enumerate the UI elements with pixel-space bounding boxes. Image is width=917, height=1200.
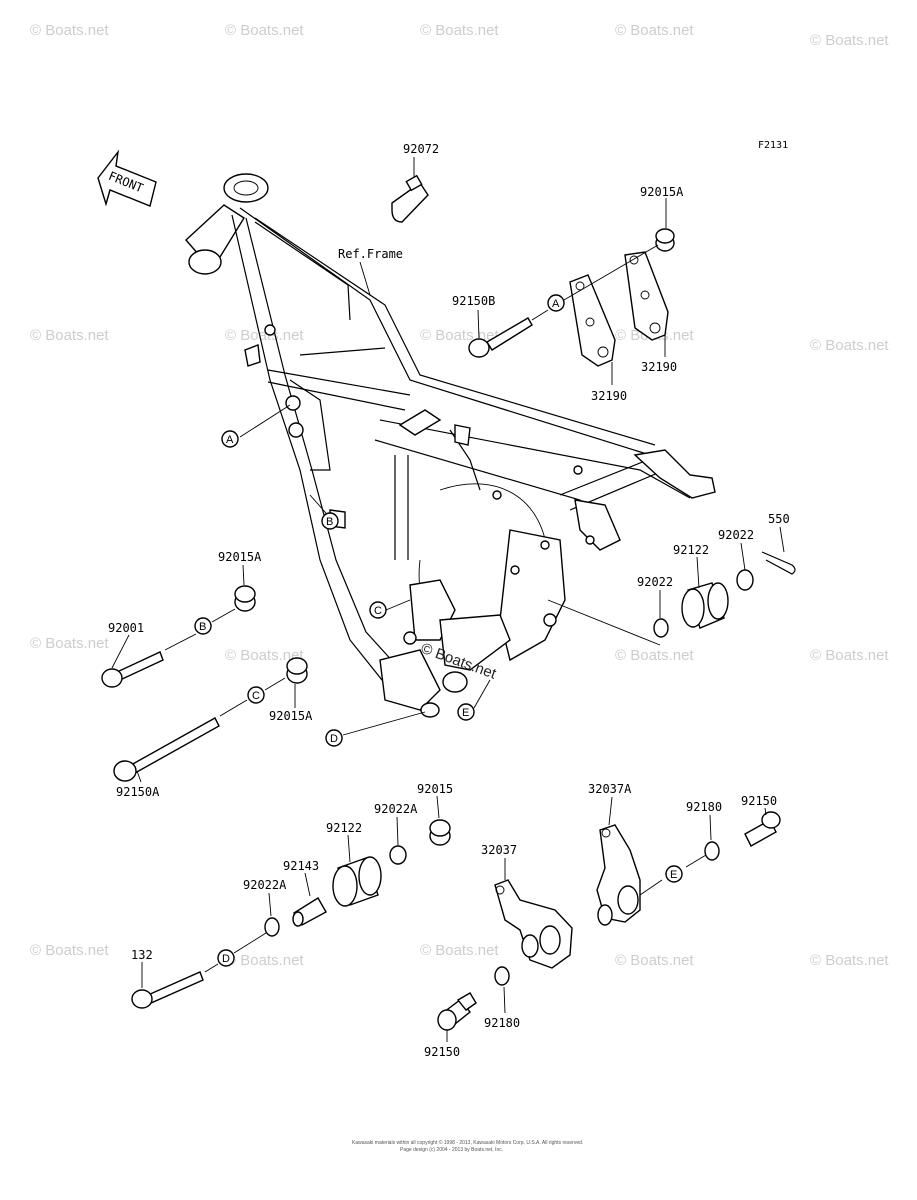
part-92022A-washer-right	[389, 845, 407, 865]
part-label: 32037	[481, 843, 517, 857]
svg-text:D: D	[222, 953, 230, 965]
watermark: © Boats.net	[615, 22, 694, 39]
part-label: 92122	[673, 543, 709, 557]
part-32037-link	[494, 879, 573, 969]
motorcycle-frame	[185, 173, 716, 718]
footer-design: Page design (c) 2004 - 2013 by Boats.net…	[400, 1147, 503, 1153]
svg-text:A: A	[226, 434, 234, 446]
part-92122-collar-bottom	[332, 856, 382, 907]
watermark: © Boats.net	[420, 22, 499, 39]
svg-text:C: C	[252, 690, 260, 702]
callout-A: A	[221, 430, 239, 448]
part-label: 92001	[108, 621, 144, 635]
watermark: © Boats.net	[30, 635, 109, 652]
part-92122-collar-top	[681, 582, 729, 629]
part-label: 92015A	[640, 185, 684, 199]
part-92015A-nut-top	[655, 228, 675, 252]
part-92150B-bolt	[468, 317, 533, 358]
watermark: © Boats.net	[30, 327, 109, 344]
front-arrow-icon: FRONT	[97, 149, 157, 207]
part-label: 92122	[326, 821, 362, 835]
callout-C: C	[369, 601, 387, 619]
callout-letters: A A B B C C D D E E	[194, 294, 683, 967]
diagram-code: F2131	[758, 140, 788, 151]
part-92143-sleeve	[292, 897, 327, 927]
part-label: 92015	[417, 782, 453, 796]
part-label: 92150	[424, 1045, 460, 1059]
part-550-cotter-pin	[761, 551, 796, 575]
watermark: © Boats.net	[810, 647, 889, 664]
callout-C: C	[247, 686, 265, 704]
watermark: © Boats.net	[810, 32, 889, 49]
svg-text:D: D	[330, 733, 338, 745]
part-label: 32037A	[588, 782, 632, 796]
svg-text:E: E	[670, 869, 677, 881]
part-92150-bolt-bottom	[437, 992, 477, 1031]
part-label: 92150	[741, 794, 777, 808]
part-92022-washer-left	[653, 618, 669, 638]
watermark: © Boats.net	[810, 952, 889, 969]
watermark: © Boats.net	[225, 647, 304, 664]
watermark: © Boats.net	[30, 22, 109, 39]
part-label: 92022	[637, 575, 673, 589]
part-92072-clip	[391, 174, 429, 223]
callout-E: E	[457, 703, 475, 721]
callout-D: D	[325, 729, 343, 747]
part-label: 92022A	[374, 802, 418, 816]
part-label: 92022A	[243, 878, 287, 892]
part-92180-washer-bottom	[494, 966, 510, 986]
part-label: 92015A	[218, 550, 262, 564]
part-label: 92072	[403, 142, 439, 156]
part-32037A-link	[596, 824, 641, 926]
part-label: 92143	[283, 859, 319, 873]
ref-frame-label: Ref.Frame	[338, 247, 403, 261]
part-label: 92022	[718, 528, 754, 542]
watermark: © Boats.net	[225, 952, 304, 969]
svg-text:C: C	[374, 605, 382, 617]
part-label: 92150B	[452, 294, 495, 308]
watermark: © Boats.net	[225, 22, 304, 39]
watermark: © Boats.net	[615, 647, 694, 664]
watermark: © Boats.net	[810, 337, 889, 354]
part-92022A-washer-left	[264, 917, 280, 937]
part-32190-brackets	[569, 251, 669, 367]
part-92015-nut	[429, 819, 451, 846]
watermark: © Boats.net	[225, 327, 304, 344]
part-number-labels: 92072 92015A 92150B 32190 32190 550 9202…	[108, 142, 790, 1059]
callout-A: A	[547, 294, 565, 312]
footer-copyright: Kawasaki materials within all copyright …	[352, 1139, 583, 1146]
callout-E: E	[665, 865, 683, 883]
part-132-bolt	[131, 971, 204, 1009]
part-92015A-nut-low	[286, 657, 308, 684]
svg-text:A: A	[552, 298, 560, 310]
svg-text:B: B	[199, 621, 206, 633]
part-label: 32190	[591, 389, 627, 403]
watermark: © Boats.net	[30, 942, 109, 959]
part-label: 92180	[686, 800, 722, 814]
callout-B: B	[321, 512, 339, 530]
part-92150A-bolt	[113, 717, 220, 782]
svg-text:B: B	[326, 516, 333, 528]
part-label: 32190	[641, 360, 677, 374]
watermark: © Boats.net	[615, 952, 694, 969]
watermark: © Boats.net	[420, 942, 499, 959]
part-label: 550	[768, 512, 790, 526]
part-92180-washer-top	[704, 841, 720, 861]
part-label: 92150A	[116, 785, 160, 799]
svg-text:E: E	[462, 707, 469, 719]
part-92150-bolt-top	[744, 811, 781, 847]
part-92022-washer	[736, 569, 754, 591]
callout-D: D	[217, 949, 235, 967]
callout-B: B	[194, 617, 212, 635]
part-92001-bolt	[101, 651, 164, 688]
part-92015A-nut-mid	[234, 585, 256, 612]
part-label: 132	[131, 948, 153, 962]
part-label: 92180	[484, 1016, 520, 1030]
part-label: 92015A	[269, 709, 313, 723]
